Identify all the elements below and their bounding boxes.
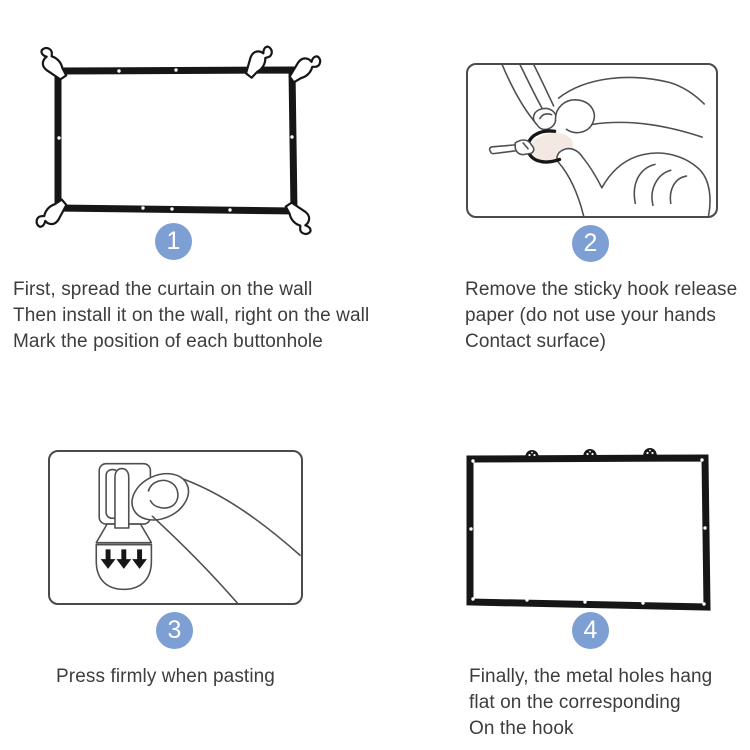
hook-knob-icon [643, 448, 657, 457]
step-caption-line: Contact surface) [465, 331, 606, 352]
step-2-caption: Remove the sticky hook release paper (do… [465, 277, 745, 355]
step-caption-line: paper (do not use your hands [465, 305, 717, 326]
hook-knob-icon [583, 449, 597, 458]
step-3-caption: Press firmly when pasting [56, 664, 356, 690]
step-number: 4 [583, 616, 598, 644]
step-2-number-badge: 2 [572, 225, 609, 262]
step-caption-line: Remove the sticky hook release [465, 279, 738, 300]
wall-hook-icon [33, 194, 72, 235]
step-caption-line: On the hook [469, 718, 574, 739]
press-hook-illustration [95, 462, 301, 603]
step-1-caption: First, spread the curtain on the wall Th… [13, 277, 453, 355]
curtain-frame [54, 66, 298, 215]
step-4-caption: Finally, the metal holes hang flat on th… [469, 664, 749, 742]
step-3-number-badge: 3 [156, 612, 193, 649]
curtain-frame-illustration [33, 45, 324, 238]
step-4-number-badge: 4 [572, 612, 609, 649]
upper-hand [501, 65, 705, 138]
step-number: 3 [167, 616, 182, 644]
hanging-screen-illustration [466, 448, 711, 611]
step-number: 2 [583, 229, 598, 257]
pressing-finger [131, 472, 301, 603]
buttonhole-dots [57, 68, 294, 212]
step-3-illustration-box [48, 450, 303, 605]
step-caption-line: First, spread the curtain on the wall [13, 279, 313, 300]
screen-frame [466, 454, 711, 611]
hook-knob-icon [525, 450, 539, 459]
lower-hand [556, 147, 711, 216]
wall-hook-icon [33, 45, 72, 85]
step-1-number-badge: 1 [155, 223, 192, 260]
wall-hook-icon [280, 197, 319, 238]
metal-hole-dots [469, 458, 707, 606]
step-caption-line: Then install it on the wall, right on th… [13, 305, 370, 326]
step-caption-line: Mark the position of each buttonhole [13, 331, 323, 352]
press-down-arrows [100, 549, 147, 569]
step-number: 1 [166, 227, 181, 255]
step-caption-line: flat on the corresponding [469, 692, 681, 713]
pull-pin [488, 139, 535, 156]
step-2-illustration-box [466, 63, 718, 218]
step-caption-line: Finally, the metal holes hang [469, 666, 713, 687]
step-caption-line: Press firmly when pasting [56, 666, 275, 687]
peel-release-paper-illustration [488, 65, 711, 216]
